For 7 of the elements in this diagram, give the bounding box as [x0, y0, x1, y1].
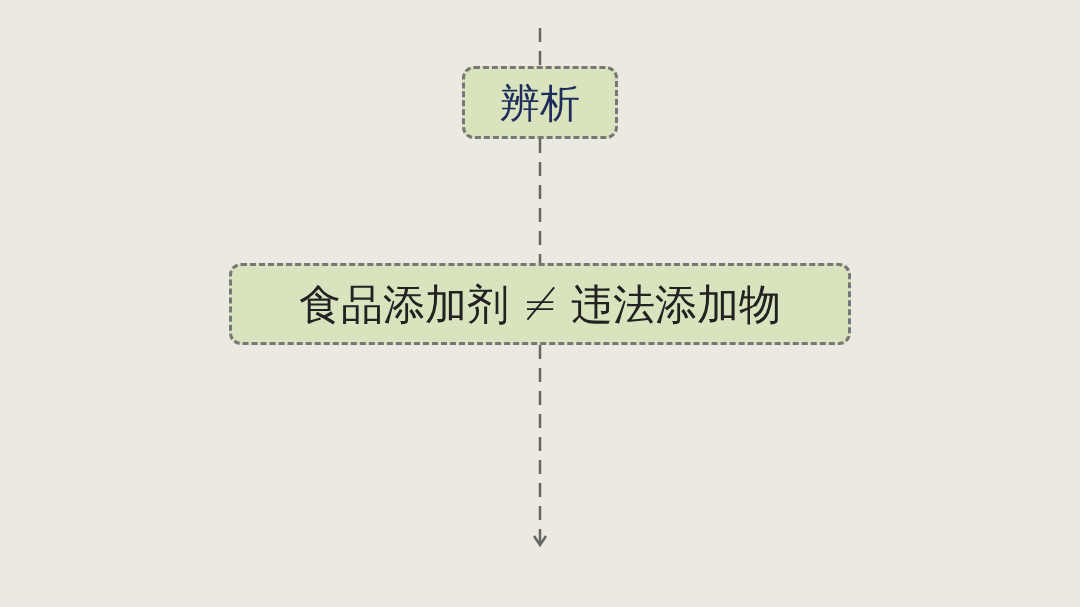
- box-label: 辨析: [500, 78, 580, 128]
- dashed-connector: [538, 28, 542, 66]
- dashed-box: [229, 263, 851, 345]
- dashed-connector: [538, 139, 542, 263]
- box-label: 食品添加剂 ≠ 违法添加物: [299, 278, 781, 331]
- dashed-box: [462, 66, 618, 139]
- dashed-connector: [532, 345, 548, 547]
